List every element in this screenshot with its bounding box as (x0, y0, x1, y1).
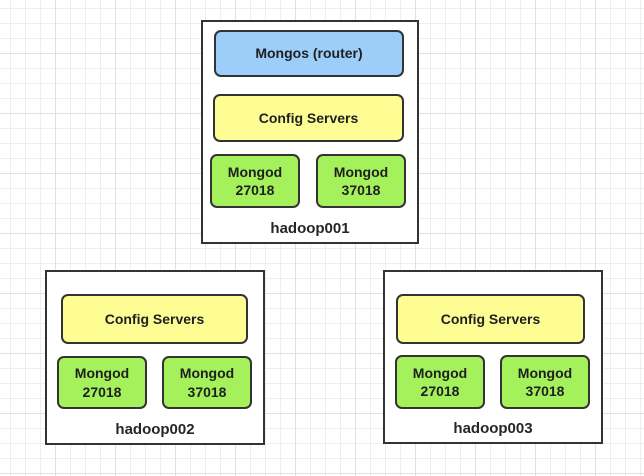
mongod-37018-label: Mongod 37018 (179, 365, 235, 400)
mongod-27018-node: Mongod 27018 (210, 154, 300, 208)
mongos-router-label: Mongos (router) (255, 45, 363, 62)
mongod-37018-label: Mongod 37018 (333, 163, 389, 198)
host-box-hadoop002: Config Servers Mongod 27018 Mongod 37018… (45, 270, 265, 445)
config-servers-node: Config Servers (213, 94, 404, 142)
host-label-hadoop003: hadoop003 (453, 420, 533, 437)
mongod-37018-node: Mongod 37018 (162, 356, 252, 409)
host-label-hadoop001: hadoop001 (270, 220, 350, 237)
mongod-37018-node: Mongod 37018 (316, 154, 406, 208)
mongod-27018-node: Mongod 27018 (395, 355, 485, 409)
mongod-27018-label: Mongod 27018 (227, 163, 283, 198)
mongod-27018-label: Mongod 27018 (74, 365, 130, 400)
mongod-27018-label: Mongod 27018 (412, 364, 468, 399)
host-label-hadoop002: hadoop002 (115, 421, 195, 438)
host-box-hadoop001: Mongos (router) Config Servers Mongod 27… (201, 20, 419, 244)
mongod-37018-label: Mongod 37018 (517, 364, 573, 399)
mongod-37018-node: Mongod 37018 (500, 355, 590, 409)
config-servers-label: Config Servers (258, 109, 359, 126)
mongod-27018-node: Mongod 27018 (57, 356, 147, 409)
config-servers-label: Config Servers (440, 310, 541, 327)
config-servers-label: Config Servers (104, 310, 205, 327)
config-servers-node: Config Servers (396, 294, 585, 344)
config-servers-node: Config Servers (61, 294, 248, 344)
host-box-hadoop003: Config Servers Mongod 27018 Mongod 37018… (383, 270, 603, 444)
mongos-router-node: Mongos (router) (214, 30, 404, 77)
